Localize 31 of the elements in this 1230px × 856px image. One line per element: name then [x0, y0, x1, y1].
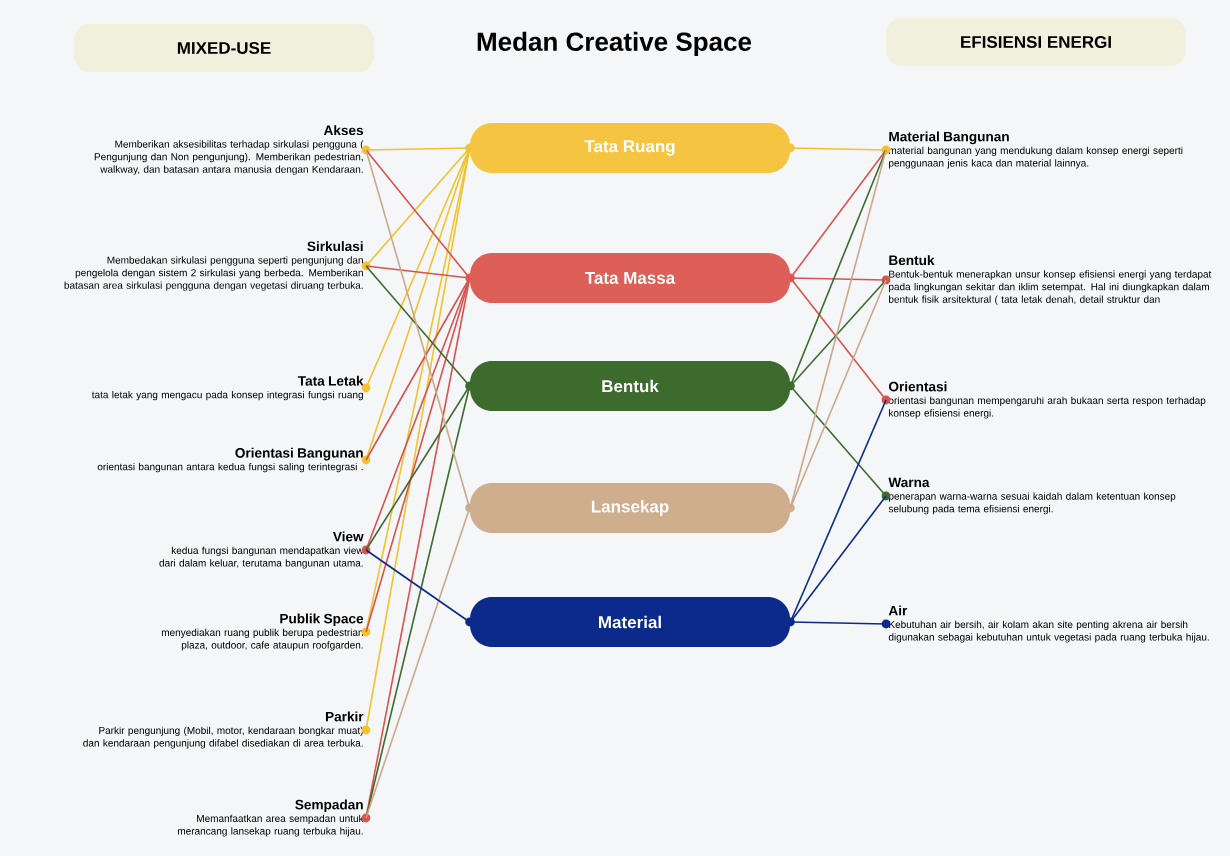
connector-line [365, 277, 471, 819]
category-pill: Tata Massa [470, 253, 790, 303]
connector-line [365, 385, 471, 819]
header-band: EFISIENSI ENERGI [886, 18, 1186, 66]
connector-line [789, 279, 887, 509]
connector-line [789, 147, 887, 151]
connector-line [365, 265, 471, 279]
connector-line [365, 147, 471, 151]
connector-line [789, 495, 887, 623]
connector-line [365, 277, 471, 461]
category-pill: Bentuk [470, 361, 790, 411]
connector-line [365, 147, 471, 389]
title: Medan Creative Space [477, 31, 752, 57]
category-pill: Lansekap [470, 483, 790, 533]
connector-line [789, 277, 887, 281]
connector-line [365, 277, 471, 551]
connector-line [789, 149, 887, 279]
connector-line [365, 507, 471, 819]
connector-line [789, 149, 887, 509]
header-band: MIXED-USE [74, 24, 374, 72]
connector-line [789, 149, 887, 387]
connector-line [365, 385, 471, 551]
category-pill: Tata Ruang [470, 123, 790, 173]
connector-line [789, 621, 887, 625]
connector-line [789, 399, 887, 623]
connector-line [365, 549, 471, 623]
connector-line [789, 385, 887, 497]
connector-line [365, 147, 471, 633]
category-pill: Material [470, 597, 790, 647]
connector-line [365, 147, 471, 731]
connector-line [365, 265, 471, 387]
